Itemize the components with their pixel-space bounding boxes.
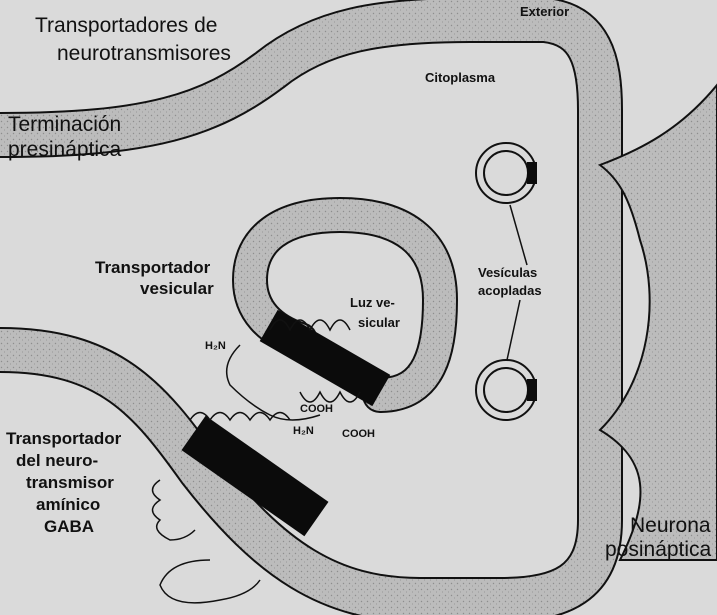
- gaba-label-2: del neuro-: [16, 451, 98, 470]
- cytoplasm-label: Citoplasma: [425, 70, 496, 85]
- gaba-label-4: amínico: [36, 495, 100, 514]
- postsynaptic-label-2: posináptica: [605, 538, 712, 561]
- exterior-label: Exterior: [520, 4, 569, 19]
- presynaptic-label-1: Terminación: [8, 113, 121, 136]
- lumen-label-1: Luz ve-: [350, 295, 395, 310]
- docked-vesicles-label-1: Vesículas: [478, 265, 537, 280]
- docked-vesicle-upper: [476, 143, 537, 203]
- gaba-label-3: transmisor: [26, 473, 114, 492]
- cooh-lower-label: COOH: [342, 428, 375, 440]
- lumen-label-2: sicular: [358, 315, 400, 330]
- presynaptic-label-2: presináptica: [8, 138, 122, 161]
- cooh-upper-label: COOH: [300, 403, 333, 415]
- vesicular-transporter-label-1: Transportador: [95, 258, 211, 277]
- title-line-2: neurotransmisores: [57, 42, 231, 65]
- gaba-label-5: GABA: [44, 517, 94, 536]
- docked-vesicle-lower: [476, 360, 537, 420]
- gaba-label-1: Transportador: [6, 429, 122, 448]
- h2n-lower-label: H₂N: [293, 425, 314, 437]
- title-line-1: Transportadores de: [35, 14, 218, 37]
- vesicular-transporter-label-2: vesicular: [140, 279, 214, 298]
- postsynaptic-label-1: Neurona: [630, 514, 711, 537]
- docked-vesicles-label-2: acopladas: [478, 283, 542, 298]
- h2n-upper-label: H₂N: [205, 340, 226, 352]
